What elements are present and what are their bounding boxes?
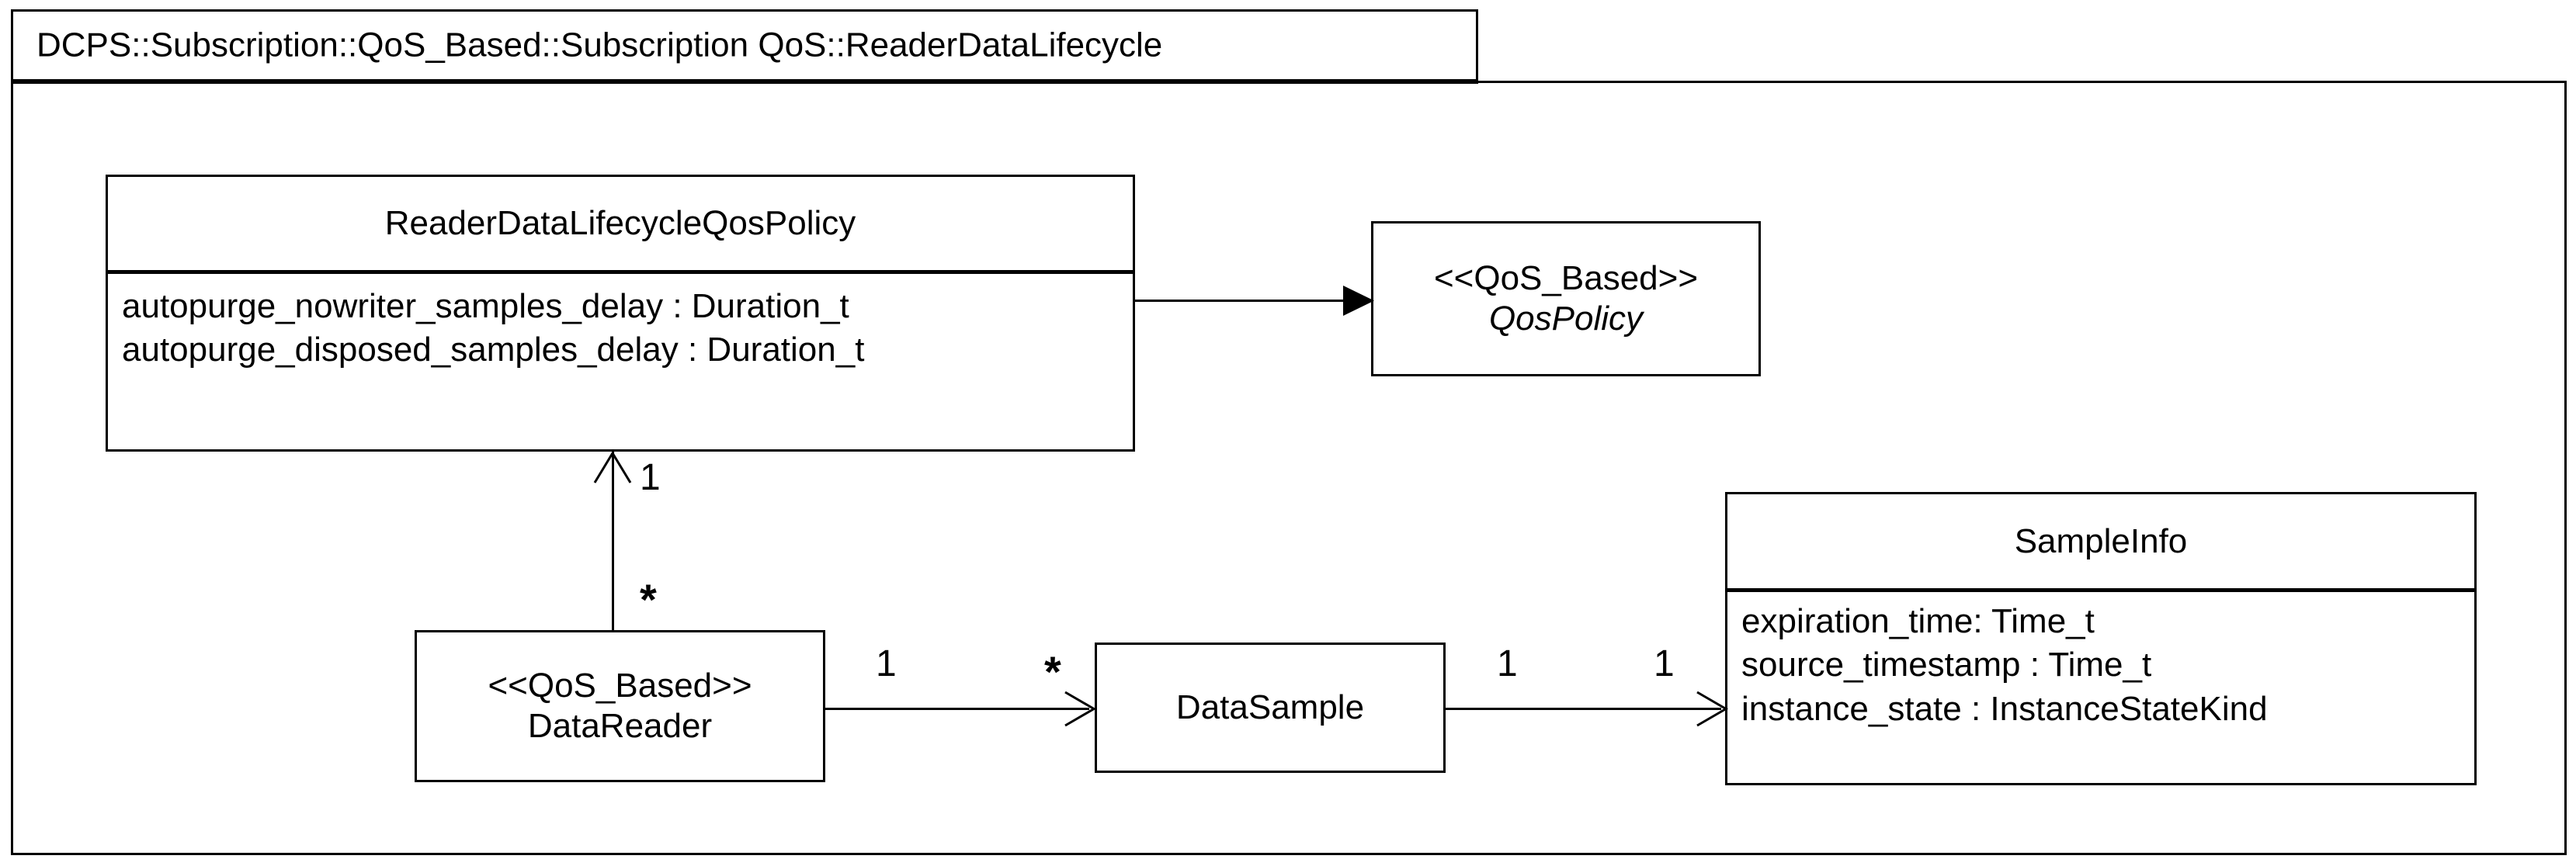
edge-data-sample-to-sample-info-line — [1446, 708, 1721, 710]
attribute-row: autopurge_nowriter_samples_delay : Durat… — [122, 287, 849, 325]
multiplicity-data-sample-right: 1 — [1497, 643, 1518, 684]
class-header-data-reader: <<QoS_Based>> DataReader — [417, 632, 823, 780]
class-box-qos-policy[interactable]: <<QoS_Based>> QosPolicy — [1371, 221, 1761, 376]
class-header-reader-data-lifecycle-qos-policy: ReaderDataLifecycleQosPolicy — [108, 177, 1133, 274]
attribute-row: expiration_time: Time_t — [1741, 602, 2095, 640]
class-header-data-sample: DataSample — [1097, 645, 1443, 771]
class-box-data-reader[interactable]: <<QoS_Based>> DataReader — [415, 630, 825, 782]
class-stereotype-qos-policy: <<QoS_Based>> — [1433, 259, 1699, 298]
edge-data-reader-to-data-sample-line — [825, 708, 1089, 710]
class-header-qos-policy: <<QoS_Based>> QosPolicy — [1373, 223, 1758, 374]
attribute-row: instance_state : InstanceStateKind — [1741, 689, 2268, 728]
class-name-qos-policy: QosPolicy — [1488, 300, 1644, 338]
edge-data-reader-to-qos-policy-line — [612, 452, 614, 632]
multiplicity-data-reader-bottom: * — [640, 575, 657, 624]
diagram-frame-tab: DCPS::Subscription::QoS_Based::Subscript… — [11, 9, 1478, 84]
diagram-title: DCPS::Subscription::QoS_Based::Subscript… — [36, 26, 1163, 64]
multiplicity-data-reader-right: 1 — [876, 643, 897, 684]
class-name-data-sample: DataSample — [1175, 688, 1365, 727]
edge-qos-policy-generalization-line — [1135, 300, 1359, 302]
class-name-data-reader: DataReader — [527, 707, 713, 745]
class-box-data-sample[interactable]: DataSample — [1095, 643, 1446, 773]
class-attributes-reader-data-lifecycle-qos-policy: autopurge_nowriter_samples_delay : Durat… — [108, 274, 1133, 372]
arrowhead-open-right-sample-info — [1696, 691, 1728, 727]
multiplicity-data-sample-left: * — [1044, 647, 1061, 696]
class-box-reader-data-lifecycle-qos-policy[interactable]: ReaderDataLifecycleQosPolicy autopurge_n… — [106, 175, 1135, 452]
class-header-sample-info: SampleInfo — [1727, 494, 2474, 592]
class-attributes-sample-info: expiration_time: Time_t source_timestamp… — [1727, 592, 2474, 731]
multiplicity-qos-policy-top: 1 — [640, 457, 661, 498]
class-box-sample-info[interactable]: SampleInfo expiration_time: Time_t sourc… — [1725, 492, 2477, 785]
class-name-sample-info: SampleInfo — [2014, 521, 2188, 560]
attribute-row: source_timestamp : Time_t — [1741, 646, 2152, 684]
arrowhead-filled-qos-policy — [1343, 286, 1374, 316]
attribute-row: autopurge_disposed_samples_delay : Durat… — [122, 331, 865, 369]
class-name-reader-data-lifecycle-qos-policy: ReaderDataLifecycleQosPolicy — [384, 204, 856, 243]
arrowhead-open-up-reader-qos-policy — [593, 451, 632, 483]
multiplicity-sample-info-left: 1 — [1654, 643, 1675, 684]
arrowhead-open-right-data-sample — [1064, 691, 1096, 727]
class-stereotype-data-reader: <<QoS_Based>> — [488, 667, 752, 705]
